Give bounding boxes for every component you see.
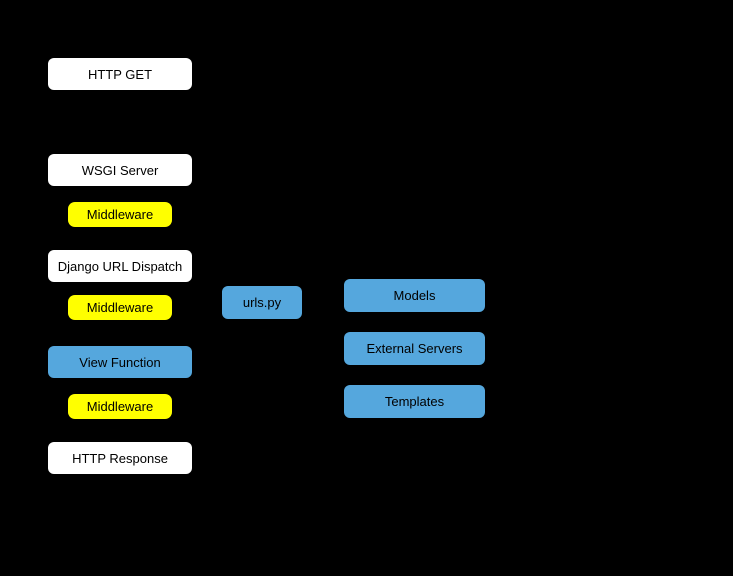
node-django-url-dispatch: Django URL Dispatch [48,250,192,282]
node-view-function: View Function [48,346,192,378]
node-wsgi-server: WSGI Server [48,154,192,186]
node-models: Models [344,279,485,312]
node-templates: Templates [344,385,485,418]
node-urls-py: urls.py [222,286,302,319]
node-middleware-request-2: Middleware [68,295,172,320]
node-http-get: HTTP GET [48,58,192,90]
node-middleware-response: Middleware [68,394,172,419]
node-http-response: HTTP Response [48,442,192,474]
node-external-servers: External Servers [344,332,485,365]
node-middleware-request-1: Middleware [68,202,172,227]
